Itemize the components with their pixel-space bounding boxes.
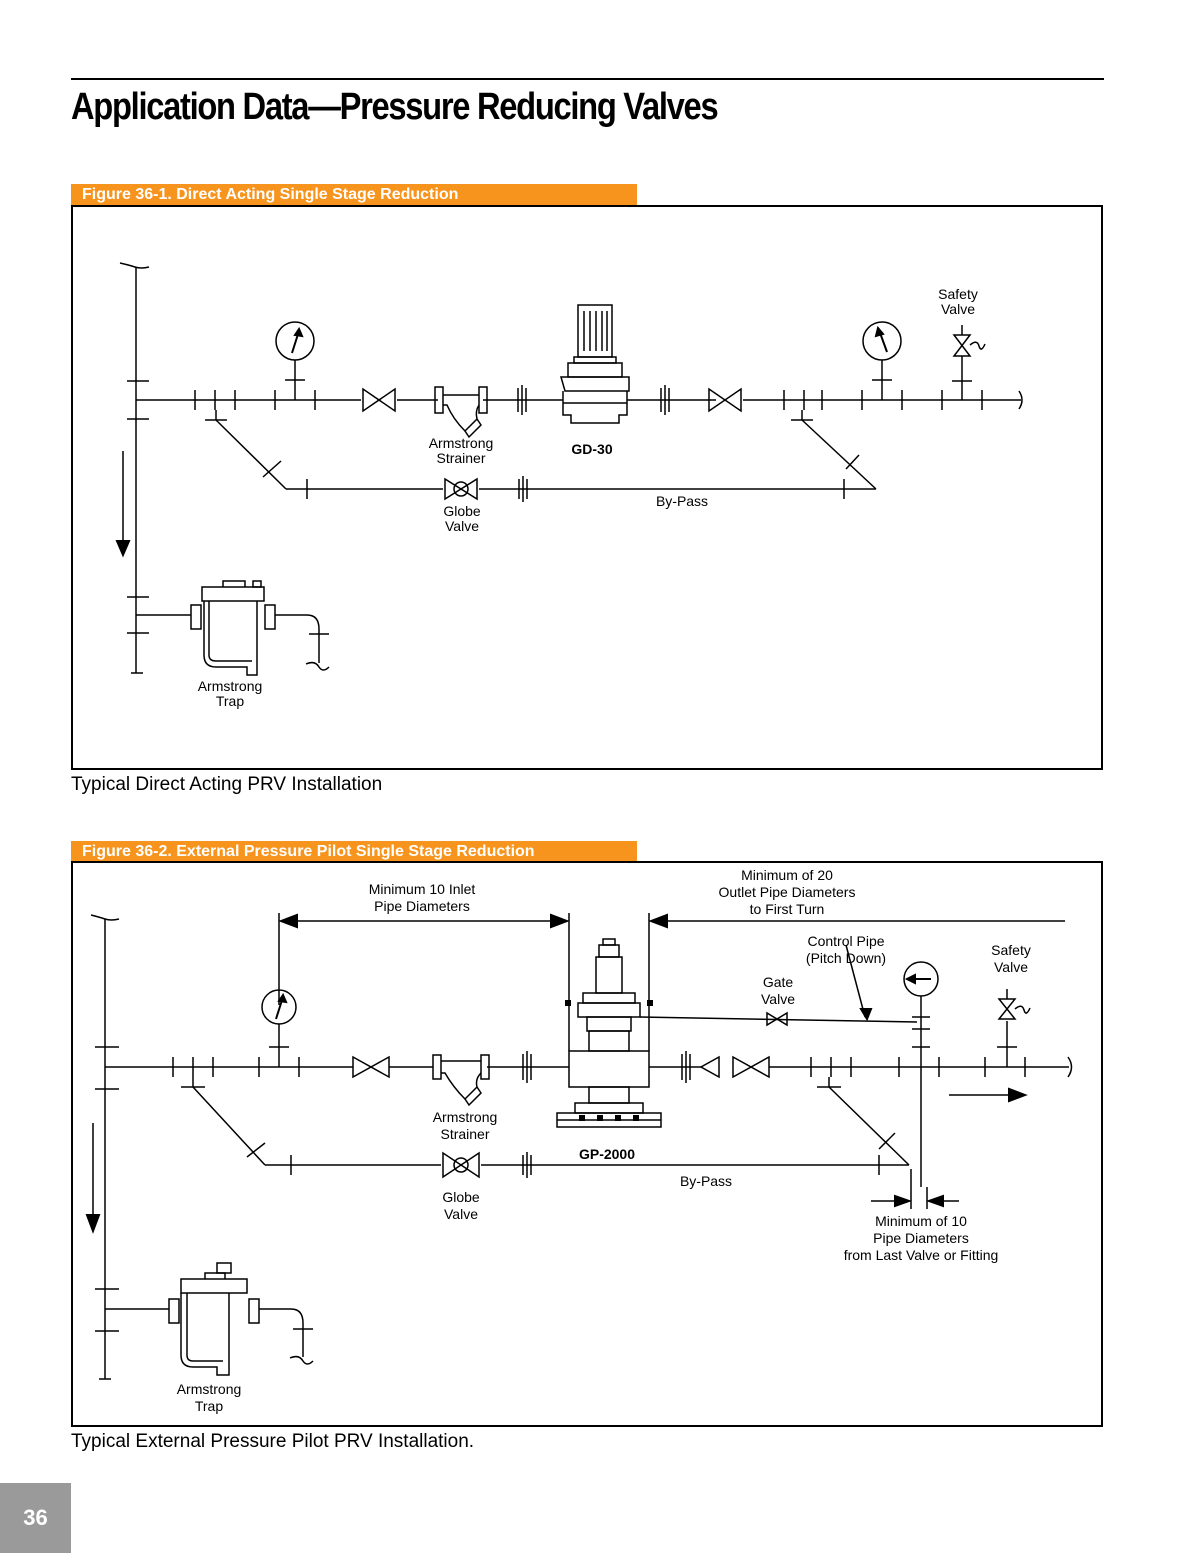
f1-strainer-label-2: Strainer [436,450,485,466]
figure2-caption: Typical External Pressure Pilot PRV Inst… [71,1431,475,1452]
f2-bypass-label: By-Pass [680,1173,732,1189]
f2-outlet-min-2: Outlet Pipe Diameters [719,884,856,900]
f2-globe-label-1: Globe [442,1189,480,1205]
f2-gate-label-1: Gate [763,974,794,990]
f2-globe-label-2: Valve [444,1206,478,1222]
page-number: 36 [0,1483,71,1553]
figure1-diagram: Safety Valve Armstrong Strainer GD-30 Gl… [115,262,1023,709]
f2-gate-label-2: Valve [761,991,795,1007]
f2-inlet-min-1: Minimum 10 Inlet [369,881,476,897]
f2-inlet-min-2: Pipe Diameters [374,898,470,914]
f2-last-min-2: Pipe Diameters [873,1230,969,1246]
f2-trap-label-1: Armstrong [177,1381,242,1397]
f1-safety-label-1: Safety [938,286,978,302]
f1-safety-label-2: Valve [941,301,975,317]
f1-strainer-label-1: Armstrong [429,435,494,451]
f2-last-min-3: from Last Valve or Fitting [844,1247,999,1263]
f1-globe-label-1: Globe [443,503,481,519]
figure1-box: Safety Valve Armstrong Strainer GD-30 Gl… [71,205,1103,770]
f2-safety-label-2: Valve [994,959,1028,975]
top-rule [71,78,1104,80]
f2-control-pipe-2: (Pitch Down) [806,950,886,966]
f2-outlet-min-3: to First Turn [750,901,825,917]
figure2-box: Minimum 10 Inlet Pipe Diameters Minimum … [71,861,1103,1427]
f2-safety-label-1: Safety [991,942,1031,958]
f2-strainer-label-1: Armstrong [433,1109,498,1125]
f2-control-pipe-1: Control Pipe [807,933,884,949]
f1-trap-label-2: Trap [216,693,244,709]
figure2-diagram: Minimum 10 Inlet Pipe Diameters Minimum … [85,867,1073,1414]
f2-prv-label: GP-2000 [579,1146,635,1162]
figure1-tab: Figure 36-1. Direct Acting Single Stage … [71,184,637,206]
f1-globe-label-2: Valve [445,518,479,534]
figure2-tab: Figure 36-2. External Pressure Pilot Sin… [71,841,637,863]
f1-trap-label-1: Armstrong [198,678,263,694]
f1-prv-label: GD-30 [571,441,612,457]
figure1-caption: Typical Direct Acting PRV Installation [71,774,383,795]
f2-strainer-label-2: Strainer [440,1126,489,1142]
f1-bypass-label: By-Pass [656,493,708,509]
f2-trap-label-2: Trap [195,1398,223,1414]
page-title: Application Data—Pressure Reducing Valve… [71,86,719,128]
f2-outlet-min-1: Minimum of 20 [741,867,833,883]
f2-last-min-1: Minimum of 10 [875,1213,967,1229]
